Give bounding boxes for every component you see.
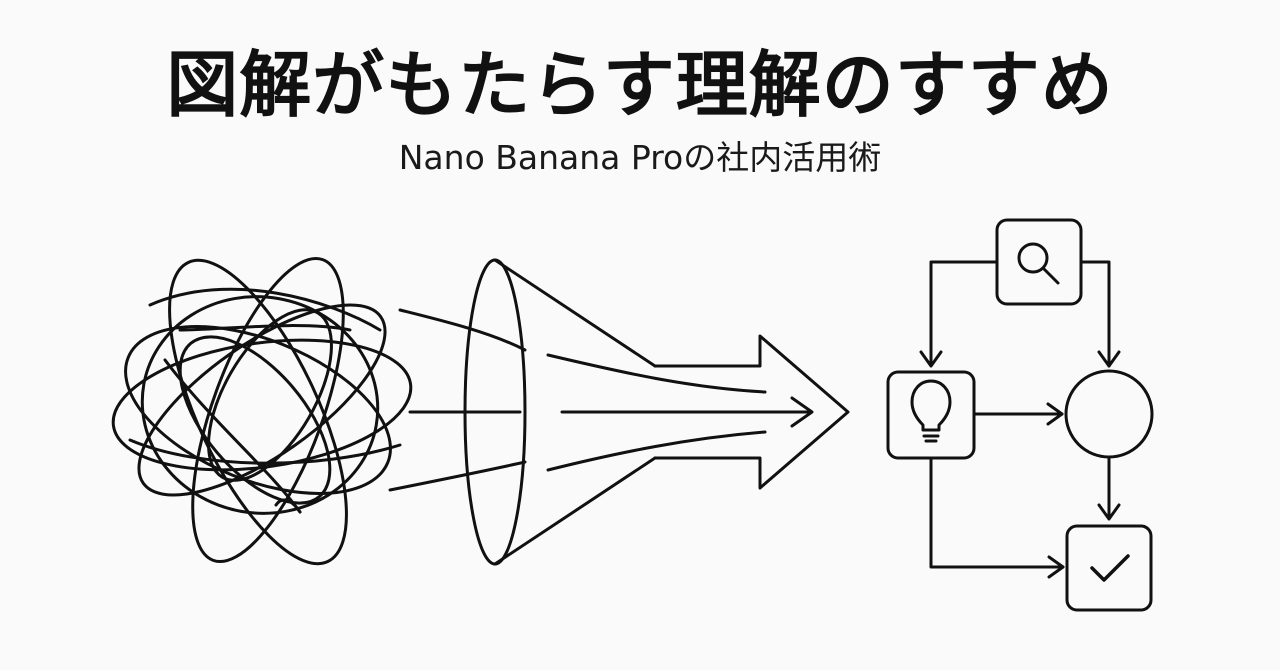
search-icon: [1017, 242, 1060, 285]
page-title: 図解がもたらす理解のすすめ: [166, 43, 1114, 127]
flow-connectors: [919, 260, 1121, 579]
funnel: [463, 258, 657, 566]
page-subtitle: Nano Banana Proの社内活用術: [398, 138, 882, 177]
search-node: [995, 218, 1083, 306]
circle-node: [1064, 369, 1154, 459]
checkmark-node: [1065, 524, 1153, 612]
checkmark-icon: [1090, 554, 1130, 582]
lightbulb-node: [886, 370, 976, 460]
lightbulb-icon: [910, 379, 952, 443]
tangled-lines: [111, 256, 413, 566]
streamlines: [546, 353, 814, 472]
flow-lines-in: [388, 308, 527, 492]
right-arrow: [653, 334, 850, 490]
